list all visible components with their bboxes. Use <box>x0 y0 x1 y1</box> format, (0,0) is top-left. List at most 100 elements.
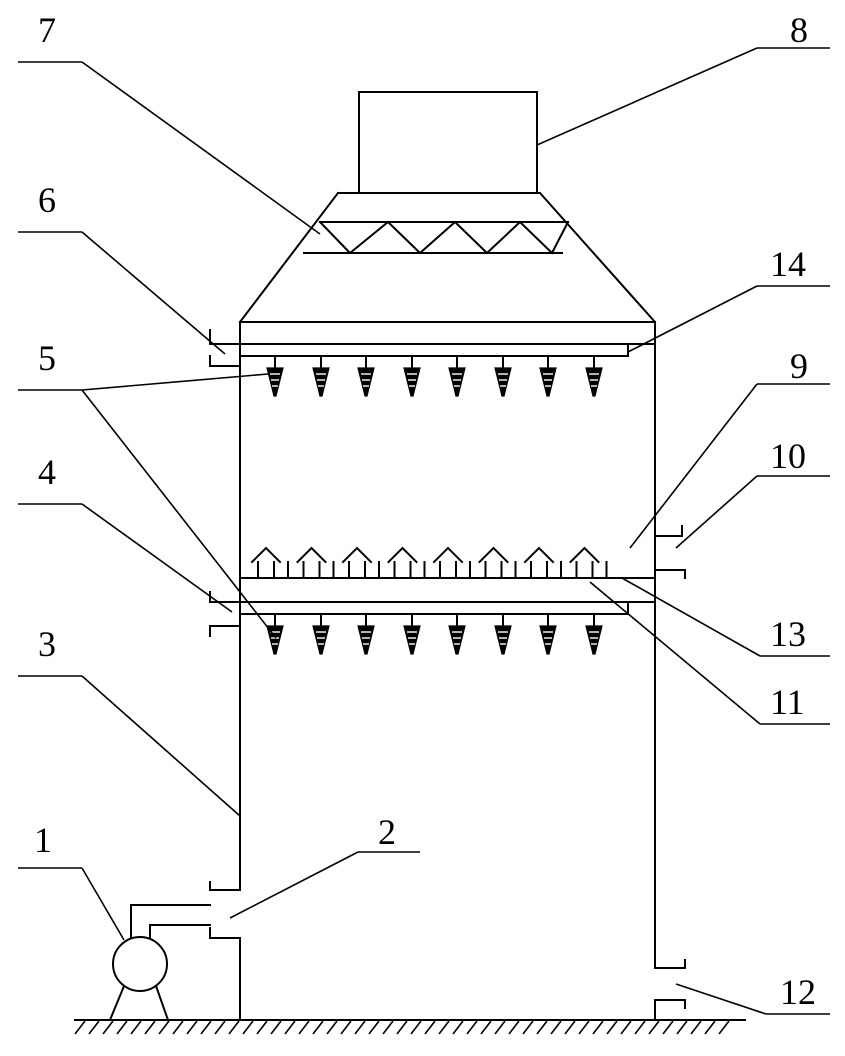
hatch-mark <box>704 1020 716 1035</box>
hatch-mark <box>340 1020 352 1035</box>
label-11: 11 <box>770 682 805 722</box>
spray-nozzle <box>494 355 512 397</box>
hatch-mark <box>620 1020 632 1035</box>
demister-packing <box>303 220 570 255</box>
hatch-mark <box>410 1020 422 1035</box>
ground-hatching <box>74 1020 730 1035</box>
label-3: 3 <box>38 624 56 664</box>
hatch-mark <box>102 1020 114 1035</box>
hatch-mark <box>130 1020 142 1035</box>
hatch-mark <box>480 1020 492 1035</box>
upper-nozzle-row <box>266 355 603 397</box>
spray-nozzle <box>585 613 603 655</box>
label-13: 13 <box>770 614 806 654</box>
spray-nozzle <box>494 613 512 655</box>
hatch-mark <box>690 1020 702 1035</box>
pump-1 <box>108 904 211 1022</box>
spray-nozzle <box>357 613 375 655</box>
side-outlet-10 <box>654 525 686 579</box>
spray-nozzle <box>539 613 557 655</box>
bubble-cap-tray <box>239 546 656 579</box>
bubble-cap <box>523 546 562 579</box>
hatch-mark <box>88 1020 100 1035</box>
hatch-mark <box>578 1020 590 1035</box>
spray-nozzle <box>585 355 603 397</box>
bubble-cap <box>296 546 335 579</box>
hatch-mark <box>606 1020 618 1035</box>
hatch-mark <box>550 1020 562 1035</box>
hatch-mark <box>508 1020 520 1035</box>
hatch-mark <box>396 1020 408 1035</box>
hatch-mark <box>298 1020 310 1035</box>
bubble-cap <box>432 546 471 579</box>
hatch-mark <box>662 1020 674 1035</box>
spray-nozzle <box>448 613 466 655</box>
upper-spray-header <box>209 329 656 397</box>
hatch-mark <box>494 1020 506 1035</box>
hatch-mark <box>200 1020 212 1035</box>
hatch-mark <box>326 1020 338 1035</box>
drain-outlet-12 <box>654 959 686 1009</box>
bubble-cap <box>569 546 608 579</box>
pump-leg-right <box>154 984 170 1022</box>
spray-nozzle <box>266 613 284 655</box>
spray-nozzle <box>312 355 330 397</box>
leader-lines <box>18 47 830 1015</box>
label-8: 8 <box>790 10 808 50</box>
label-14: 14 <box>770 244 806 284</box>
spray-nozzle <box>266 355 284 397</box>
hatch-mark <box>648 1020 660 1035</box>
hatch-mark <box>718 1020 730 1035</box>
hatch-mark <box>382 1020 394 1035</box>
hatch-mark <box>284 1020 296 1035</box>
spray-nozzle <box>403 355 421 397</box>
hatch-mark <box>270 1020 282 1035</box>
hatch-mark <box>466 1020 478 1035</box>
spray-nozzle <box>403 613 421 655</box>
spray-nozzle <box>539 355 557 397</box>
lower-spray-header <box>209 591 656 655</box>
hatch-mark <box>368 1020 380 1035</box>
label-2: 2 <box>378 812 396 852</box>
label-6: 6 <box>38 180 56 220</box>
bubble-cap <box>478 546 517 579</box>
hatch-mark <box>116 1020 128 1035</box>
hatch-mark <box>256 1020 268 1035</box>
hatch-mark <box>536 1020 548 1035</box>
hatch-mark <box>676 1020 688 1035</box>
hatch-mark <box>564 1020 576 1035</box>
label-4: 4 <box>38 452 56 492</box>
hatch-mark <box>424 1020 436 1035</box>
hatch-mark <box>592 1020 604 1035</box>
hatch-mark <box>172 1020 184 1035</box>
label-7: 7 <box>38 10 56 50</box>
hood-left-slope <box>238 191 340 324</box>
hatch-mark <box>242 1020 254 1035</box>
pump-pipe-inner <box>149 924 211 939</box>
hatch-mark <box>144 1020 156 1035</box>
hatch-mark <box>186 1020 198 1035</box>
spray-nozzle <box>357 355 375 397</box>
bubble-caps <box>250 546 608 579</box>
hatch-mark <box>312 1020 324 1035</box>
pump-pipe-outer <box>130 904 211 939</box>
hatch-mark <box>522 1020 534 1035</box>
tower-body <box>239 321 656 1021</box>
hatch-mark <box>158 1020 170 1035</box>
hood <box>238 191 657 324</box>
bubble-cap <box>250 546 289 579</box>
label-1: 1 <box>34 820 52 860</box>
label-5: 5 <box>38 338 56 378</box>
pump-body <box>112 936 168 992</box>
spray-nozzle <box>448 355 466 397</box>
gas-inlet-2 <box>209 881 241 939</box>
exhaust-fan-box <box>358 91 538 194</box>
bubble-cap <box>387 546 426 579</box>
hood-right-slope <box>538 191 657 324</box>
hatch-mark <box>74 1020 86 1035</box>
number-labels: 7 8 6 14 5 9 10 4 13 3 11 2 1 12 <box>34 10 816 1012</box>
label-9: 9 <box>790 346 808 386</box>
hatch-mark <box>214 1020 226 1035</box>
